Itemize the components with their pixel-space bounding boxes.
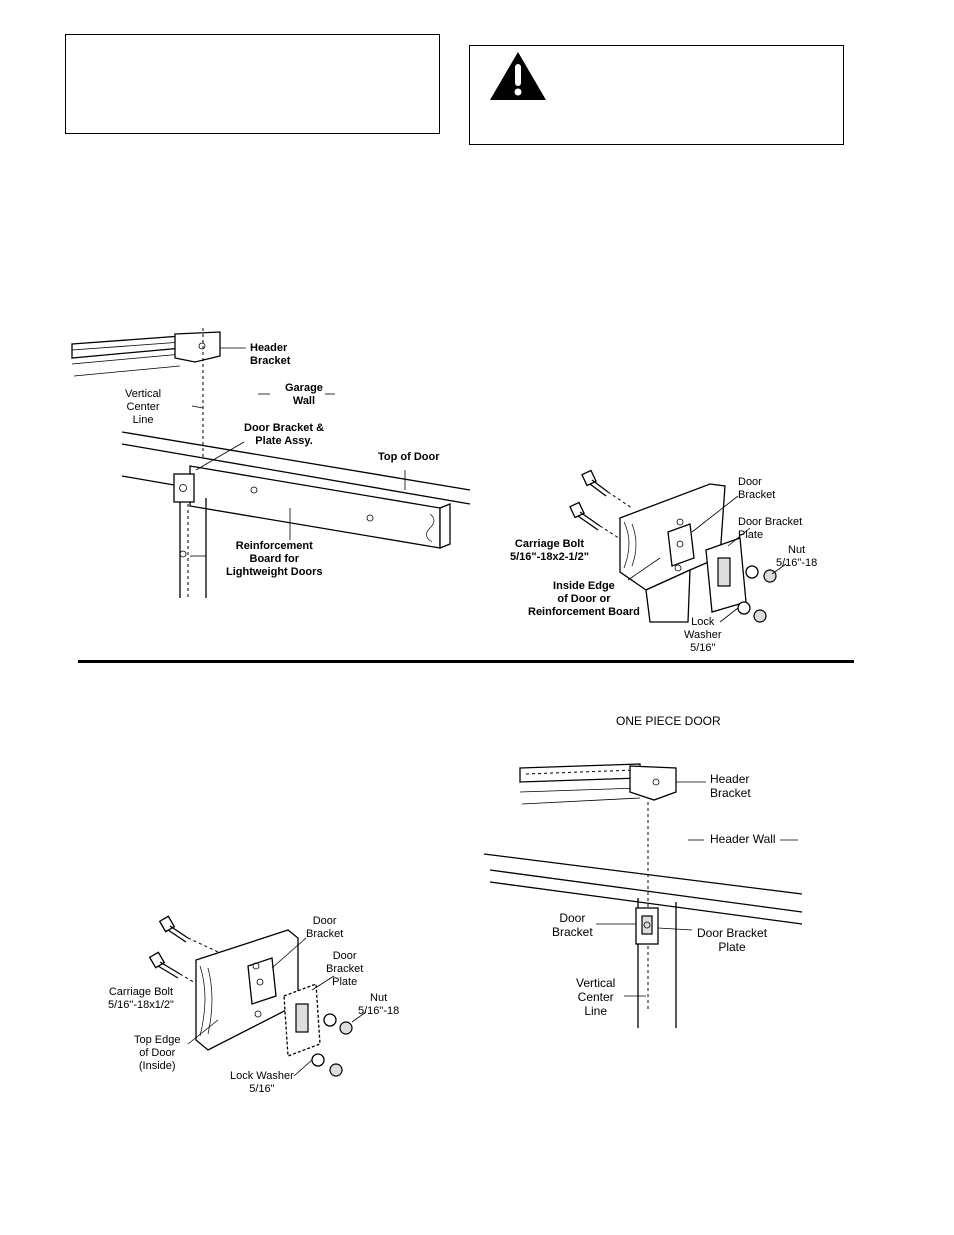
- figure-1-illustration: [71, 328, 471, 598]
- fig2-door-bracket-label: Door Bracket: [738, 476, 776, 501]
- fig3-door-bracket-plate-label: Door Bracket Plate: [326, 950, 364, 988]
- fig4-door-bracket-plate-label: Door Bracket Plate: [697, 926, 768, 954]
- fig1-reinforcement-board-label: Reinforcement Board for Lightweight Door…: [226, 540, 323, 578]
- fig3-lock-washer-label: Lock Washer 5/16": [230, 1070, 294, 1095]
- fig4-door-bracket-label: Door Bracket: [552, 911, 593, 939]
- warning-triangle-icon: [490, 52, 546, 100]
- warning-box: [469, 45, 844, 145]
- fig3-door-bracket-label: Door Bracket: [306, 915, 344, 940]
- fig1-header-bracket-label: Header Bracket: [250, 342, 291, 367]
- fig4-title: ONE PIECE DOOR: [616, 714, 721, 728]
- fig2-lock-washer-label: Lock Washer 5/16": [684, 616, 722, 654]
- fig1-garage-wall-label: Garage Wall: [285, 382, 323, 407]
- fig4-header-wall-label: Header Wall: [710, 832, 776, 846]
- fig1-vertical-center-line-label: Vertical Center Line: [125, 388, 162, 426]
- fig2-carriage-bolt-label: Carriage Bolt 5/16"-18x2-1/2": [510, 538, 589, 563]
- section-divider: [78, 660, 854, 663]
- fig4-vertical-center-line-label: Vertical Center Line: [576, 976, 616, 1018]
- fig4-header-bracket-label: Header Bracket: [710, 772, 751, 800]
- fig2-nut-label: Nut 5/16"-18: [776, 544, 818, 569]
- note-box-left: [65, 34, 440, 134]
- fig1-top-of-door-label: Top of Door: [378, 451, 440, 463]
- fig3-carriage-bolt-label: Carriage Bolt 5/16"-18x1/2": [108, 986, 174, 1011]
- figure-2-illustration: [569, 469, 787, 623]
- figure-3-illustration: [148, 915, 367, 1077]
- fig2-inside-edge-label: Inside Edge of Door or Reinforcement Boa…: [528, 580, 640, 618]
- fig2-door-bracket-plate-label: Door Bracket Plate: [738, 516, 803, 541]
- fig3-top-edge-label: Top Edge of Door (Inside): [134, 1034, 181, 1072]
- fig1-door-bracket-plate-assy-label: Door Bracket & Plate Assy.: [244, 422, 325, 447]
- figure-4-illustration: [483, 763, 803, 1028]
- fig3-nut-label: Nut 5/16"-18: [358, 992, 400, 1017]
